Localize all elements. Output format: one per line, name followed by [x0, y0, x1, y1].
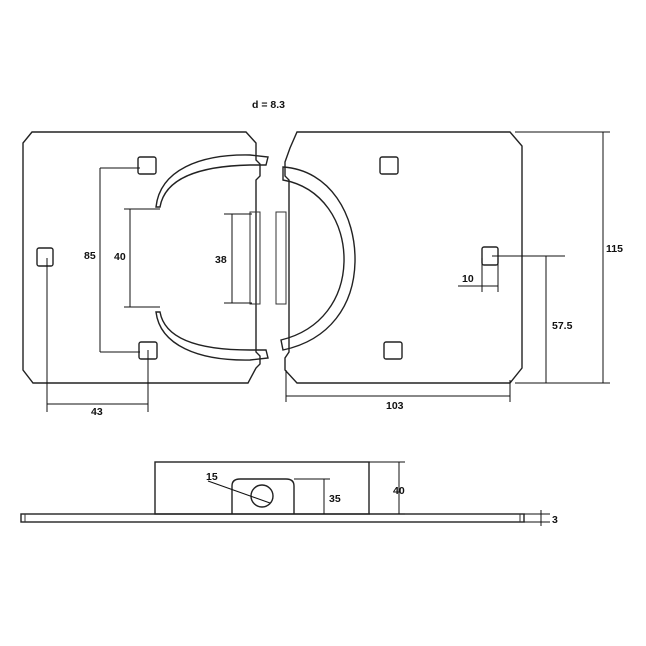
- right-tab: [275, 211, 287, 305]
- label-115: 115: [606, 243, 623, 255]
- label-3: 3: [552, 514, 558, 526]
- left-plate-outline: [22, 131, 261, 384]
- label-85: 85: [84, 250, 96, 262]
- hole-bottom-right: [383, 341, 403, 360]
- label-15: 15: [206, 471, 218, 483]
- lock-window: [231, 478, 295, 514]
- hole-top-left: [137, 156, 157, 175]
- leader-15: [207, 480, 271, 504]
- label-38: 38: [215, 254, 227, 266]
- housing: [154, 461, 370, 515]
- right-hasp-arm: [280, 166, 356, 351]
- hole-top-right: [379, 156, 399, 175]
- base-plate: [20, 513, 525, 523]
- diameter-note: d = 8.3: [252, 99, 285, 111]
- left-staple-lower: [155, 311, 269, 361]
- hole-side-left: [36, 247, 54, 267]
- label-40-left: 40: [114, 251, 126, 263]
- label-103: 103: [386, 400, 404, 412]
- label-35: 35: [329, 493, 341, 505]
- right-plate-outline: [284, 131, 523, 384]
- label-10: 10: [462, 273, 474, 285]
- keyhole: [250, 484, 274, 508]
- left-staple: [155, 154, 269, 208]
- label-40-side: 40: [393, 485, 405, 497]
- label-43: 43: [91, 406, 103, 418]
- label-57: 57.5: [552, 320, 573, 332]
- left-tab: [249, 211, 261, 305]
